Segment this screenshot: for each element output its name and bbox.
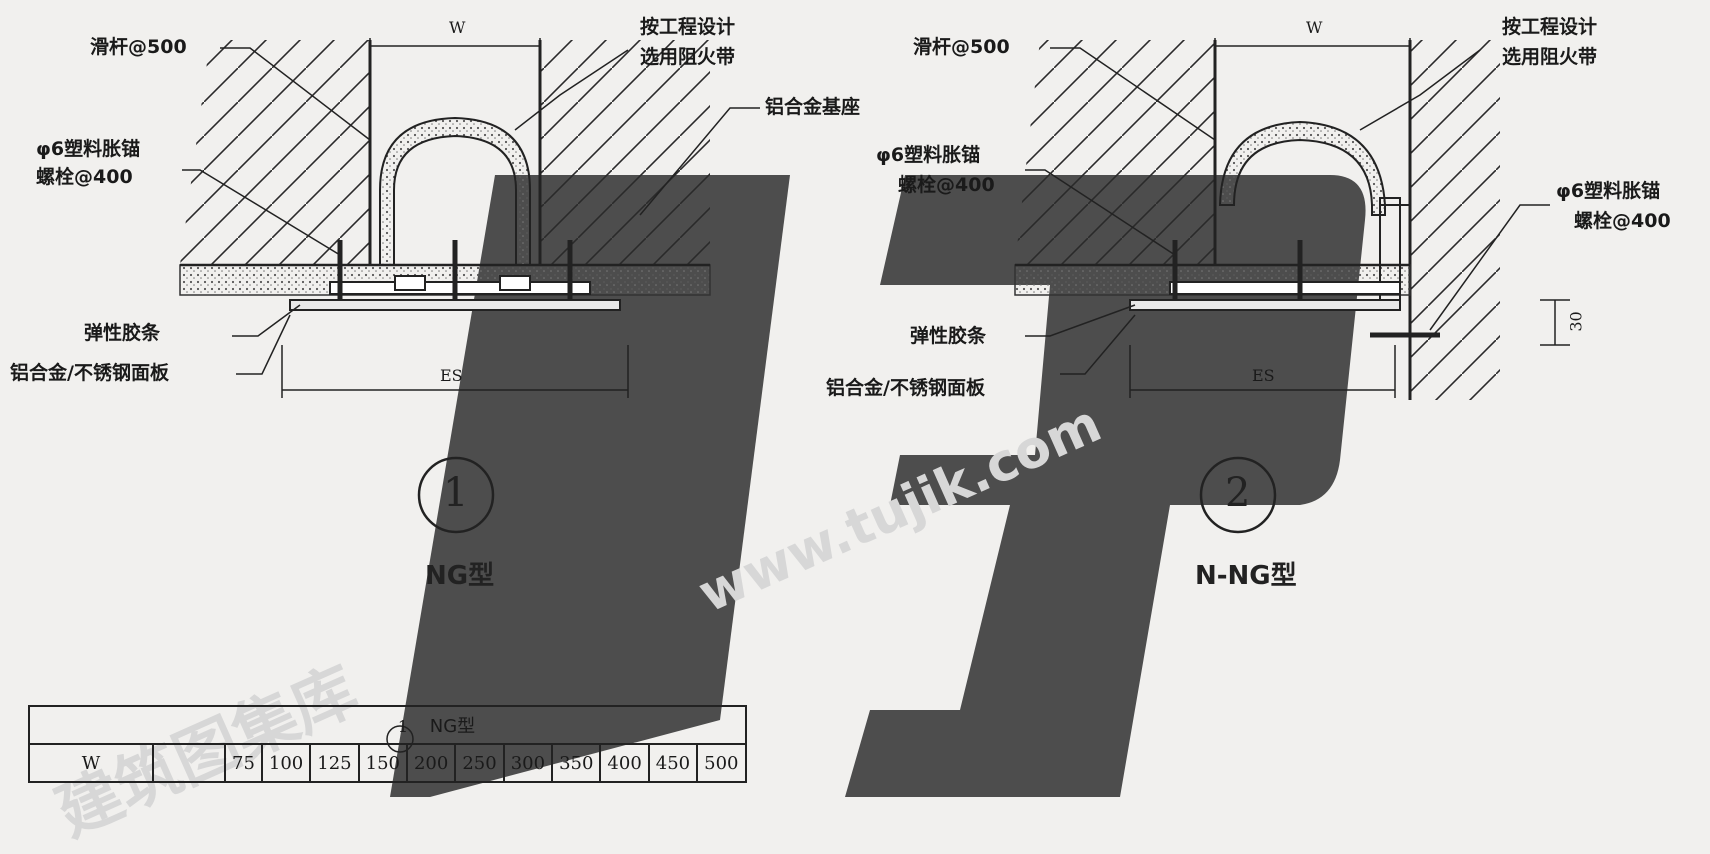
detail-number-1: 1 [443, 470, 469, 516]
detail-1-ng [179, 38, 760, 534]
table-caption-number: 1 [397, 717, 409, 736]
table-cell: 200 [405, 743, 457, 783]
table-cell: 100 [260, 743, 312, 783]
table-cell: 400 [599, 743, 650, 783]
wall-right-1 [540, 40, 710, 265]
wall-left-2 [1015, 40, 1215, 265]
dim-w-2: W [1306, 18, 1323, 37]
table-cell: 500 [696, 743, 747, 783]
detail-type-1: NG型 [425, 561, 495, 591]
wall-right-2 [1410, 40, 1500, 400]
label-panel-2: 铝合金/不锈钢面板 [826, 377, 985, 399]
detail-type-2: N-NG型 [1195, 561, 1297, 591]
label-slide-bar-1: 滑杆@500 [90, 36, 187, 58]
label-elastic-strip-1: 弹性胶条 [84, 322, 161, 344]
table-caption-row: 1 NG型 [28, 705, 747, 745]
label-slide-bar-2: 滑杆@500 [913, 36, 1010, 58]
dim-30: 30 [1566, 311, 1586, 332]
label-anchor-3a: φ6塑料胀锚 [1556, 180, 1661, 202]
table-cell: 450 [647, 743, 699, 783]
label-anchor-2b: 螺栓@400 [898, 174, 995, 196]
spec-table: 1 NG型 W 75 100 125 150 200 250 300 350 4… [28, 705, 747, 783]
table-cell: 350 [551, 743, 602, 783]
table-cell: 300 [502, 743, 554, 783]
label-panel-1: 铝合金/不锈钢面板 [10, 362, 169, 384]
table-row-label: W [28, 743, 154, 783]
cover-plate-1 [289, 299, 621, 311]
dim-es-2: ES [1252, 366, 1275, 385]
table-cell: 125 [309, 743, 360, 783]
fire-strip-1 [379, 116, 531, 266]
wall-left-1 [180, 40, 370, 265]
label-fire-strip-1b: 选用阻火带 [640, 46, 736, 68]
label-anchor-2a: φ6塑料胀锚 [876, 144, 981, 166]
dim-w-1: W [449, 18, 466, 37]
label-anchor-1b: 螺栓@400 [36, 166, 133, 188]
fire-strip-2 [1218, 120, 1386, 216]
label-fire-strip-2a: 按工程设计 [1502, 16, 1598, 38]
detail-2-n-ng [1014, 38, 1570, 534]
label-elastic-strip-2: 弹性胶条 [910, 325, 987, 347]
detail-circle-2 [1199, 456, 1277, 534]
dim-es-1: ES [440, 366, 463, 385]
table-cell: 75 [224, 743, 263, 783]
label-fire-strip-2b: 选用阻火带 [1502, 46, 1598, 68]
label-anchor-3b: 螺栓@400 [1574, 210, 1671, 232]
detail-circle-1 [417, 456, 495, 534]
table-row: W 75 100 125 150 200 250 300 350 400 450… [28, 743, 747, 783]
cover-plate-2 [1129, 299, 1401, 311]
label-fire-strip-1a: 按工程设计 [640, 16, 736, 38]
drawing-canvas [179, 38, 1570, 797]
table-caption-type: NG型 [429, 716, 476, 737]
logo-watermark [390, 175, 1366, 797]
table-empty-cell [152, 743, 226, 783]
label-aluminum-base: 铝合金基座 [765, 96, 861, 118]
detail-number-2: 2 [1225, 470, 1251, 516]
label-anchor-1a: φ6塑料胀锚 [36, 138, 141, 160]
table-cell: 150 [357, 743, 408, 783]
table-cell: 250 [454, 743, 505, 783]
